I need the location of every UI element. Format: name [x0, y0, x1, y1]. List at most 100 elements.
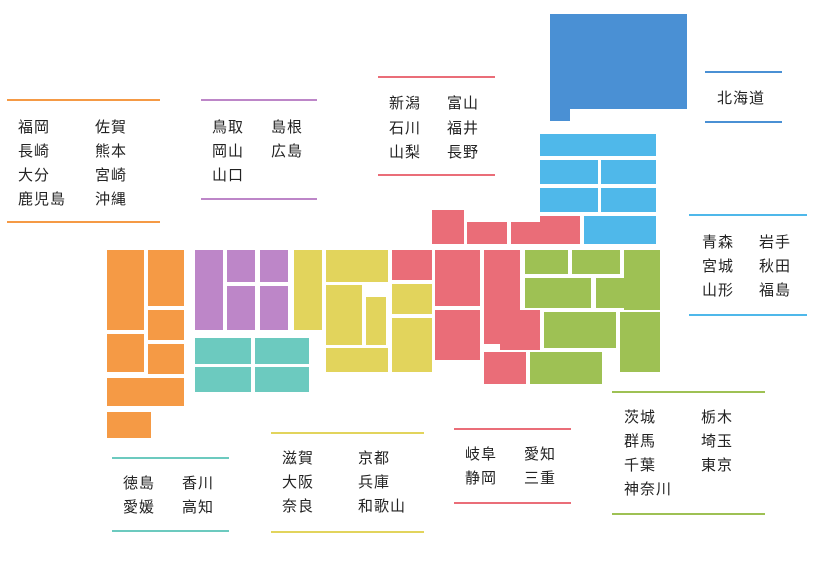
- prefecture-label: 奈良: [282, 497, 315, 515]
- prefecture-label: 福岡: [18, 118, 51, 136]
- prefecture-label: 滋賀: [282, 449, 315, 467]
- block-kanto: [620, 312, 660, 372]
- prefecture-label: 宮城: [702, 257, 735, 275]
- legend-kanto: 茨城 栃木 群馬 埼玉 千葉 東京 神奈川: [612, 391, 765, 515]
- prefecture-label: 香川: [182, 474, 215, 492]
- prefecture-label: 島根: [271, 118, 304, 136]
- prefecture-label: 沖縄: [95, 190, 128, 208]
- block-kinki: [392, 318, 432, 372]
- block-kanto: [624, 250, 660, 310]
- prefecture-label: 愛媛: [123, 498, 156, 516]
- legend-rule-top: [454, 428, 571, 430]
- legend-rule-bottom: [201, 198, 317, 200]
- legend-rule-bottom: [454, 502, 571, 504]
- block-kanto: [572, 250, 620, 274]
- prefecture-label: 宮崎: [95, 166, 128, 184]
- block-chubu: [484, 352, 526, 384]
- prefecture-label: 熊本: [95, 142, 128, 160]
- prefecture-label: 埼玉: [701, 432, 734, 450]
- block-kinki: [326, 285, 362, 345]
- block-tohoku: [601, 188, 656, 212]
- legend-rule-bottom: [612, 513, 765, 515]
- legend-rule-bottom: [271, 531, 424, 533]
- legend-chubu-south: 岐阜 愛知 静岡 三重: [454, 428, 571, 504]
- legend-rule-top: [612, 391, 765, 393]
- block-chubu: [467, 222, 507, 244]
- prefecture-label: 岐阜: [465, 445, 498, 463]
- prefecture-label: 佐賀: [95, 118, 128, 136]
- legend-rule-bottom: [112, 530, 229, 532]
- block-shikoku: [255, 338, 309, 364]
- prefecture-label: 山梨: [389, 143, 422, 161]
- legend-rule-bottom: [7, 221, 160, 223]
- prefecture-label: 北海道: [717, 89, 766, 107]
- legend-rule-top: [7, 99, 160, 101]
- legend-rule-bottom: [705, 121, 782, 123]
- legend-rule-top: [112, 457, 229, 459]
- prefecture-label: 三重: [524, 469, 557, 487]
- prefecture-label: 東京: [701, 456, 734, 474]
- block-kyushu: [148, 250, 184, 306]
- prefecture-label: 山口: [212, 166, 245, 184]
- legend-rule-top: [689, 214, 807, 216]
- prefecture-label: 広島: [271, 142, 304, 160]
- block-chugoku: [195, 250, 223, 330]
- prefecture-label: 徳島: [123, 474, 156, 492]
- block-chubu: [435, 250, 480, 306]
- legend-rule-top: [201, 99, 317, 101]
- legend-shikoku: 徳島 香川 愛媛 高知: [112, 457, 229, 532]
- block-kanto: [544, 312, 616, 348]
- block-kanto: [525, 278, 591, 308]
- prefecture-label: 鹿児島: [18, 190, 67, 208]
- legend-hokkaido: 北海道: [705, 71, 782, 123]
- block-kanto: [525, 250, 568, 274]
- prefecture-label: 長崎: [18, 142, 51, 160]
- prefecture-label: 愛知: [524, 445, 557, 463]
- block-chubu: [435, 310, 480, 360]
- prefecture-label: 兵庫: [358, 473, 391, 491]
- prefecture-label: 山形: [702, 281, 735, 299]
- block-chubu: [500, 310, 540, 350]
- block-kyushu: [107, 250, 144, 330]
- block-shikoku: [255, 367, 309, 392]
- block-kyushu: [107, 334, 144, 372]
- prefecture-label: 富山: [447, 94, 480, 112]
- prefecture-label: 大阪: [282, 473, 315, 491]
- legend-rule-bottom: [378, 174, 495, 176]
- block-kyushu: [148, 310, 184, 340]
- block-shikoku: [195, 367, 251, 392]
- block-kinki: [326, 348, 388, 372]
- block-chugoku: [260, 250, 288, 282]
- prefecture-label: 秋田: [759, 257, 792, 275]
- block-tohoku: [584, 216, 656, 244]
- legend-kyushu: 福岡 佐賀 長崎 熊本 大分 宮崎 鹿児島 沖縄: [7, 99, 160, 223]
- block-chugoku: [227, 286, 255, 330]
- block-kyushu: [148, 344, 184, 374]
- prefecture-label: 静岡: [465, 469, 498, 487]
- prefecture-label: 群馬: [624, 432, 657, 450]
- block-chubu: [511, 222, 541, 244]
- legend-chubu-north: 新潟 富山 石川 福井 山梨 長野: [378, 76, 495, 176]
- block-shikoku: [195, 338, 251, 364]
- legend-tohoku: 青森 岩手 宮城 秋田 山形 福島: [689, 214, 807, 316]
- block-tohoku: [540, 188, 598, 212]
- block-tohoku: [540, 160, 598, 184]
- legend-rule-top: [378, 76, 495, 78]
- block-tohoku: [540, 134, 656, 156]
- prefecture-label: 岡山: [212, 142, 245, 160]
- block-kinki: [392, 284, 432, 314]
- block-tohoku: [601, 160, 656, 184]
- block-kanto: [596, 278, 624, 308]
- legend-rule-top: [271, 432, 424, 434]
- prefecture-label: 神奈川: [624, 480, 673, 498]
- block-chugoku: [227, 250, 255, 282]
- block-hokkaido: [550, 14, 687, 109]
- prefecture-label: 和歌山: [358, 497, 407, 515]
- block-chubu: [432, 210, 464, 244]
- block-kinki: [326, 250, 388, 282]
- prefecture-label: 岩手: [759, 233, 792, 251]
- prefecture-label: 栃木: [701, 408, 734, 426]
- block-chugoku: [260, 286, 288, 330]
- legend-kinki: 滋賀 京都 大阪 兵庫 奈良 和歌山: [271, 432, 424, 533]
